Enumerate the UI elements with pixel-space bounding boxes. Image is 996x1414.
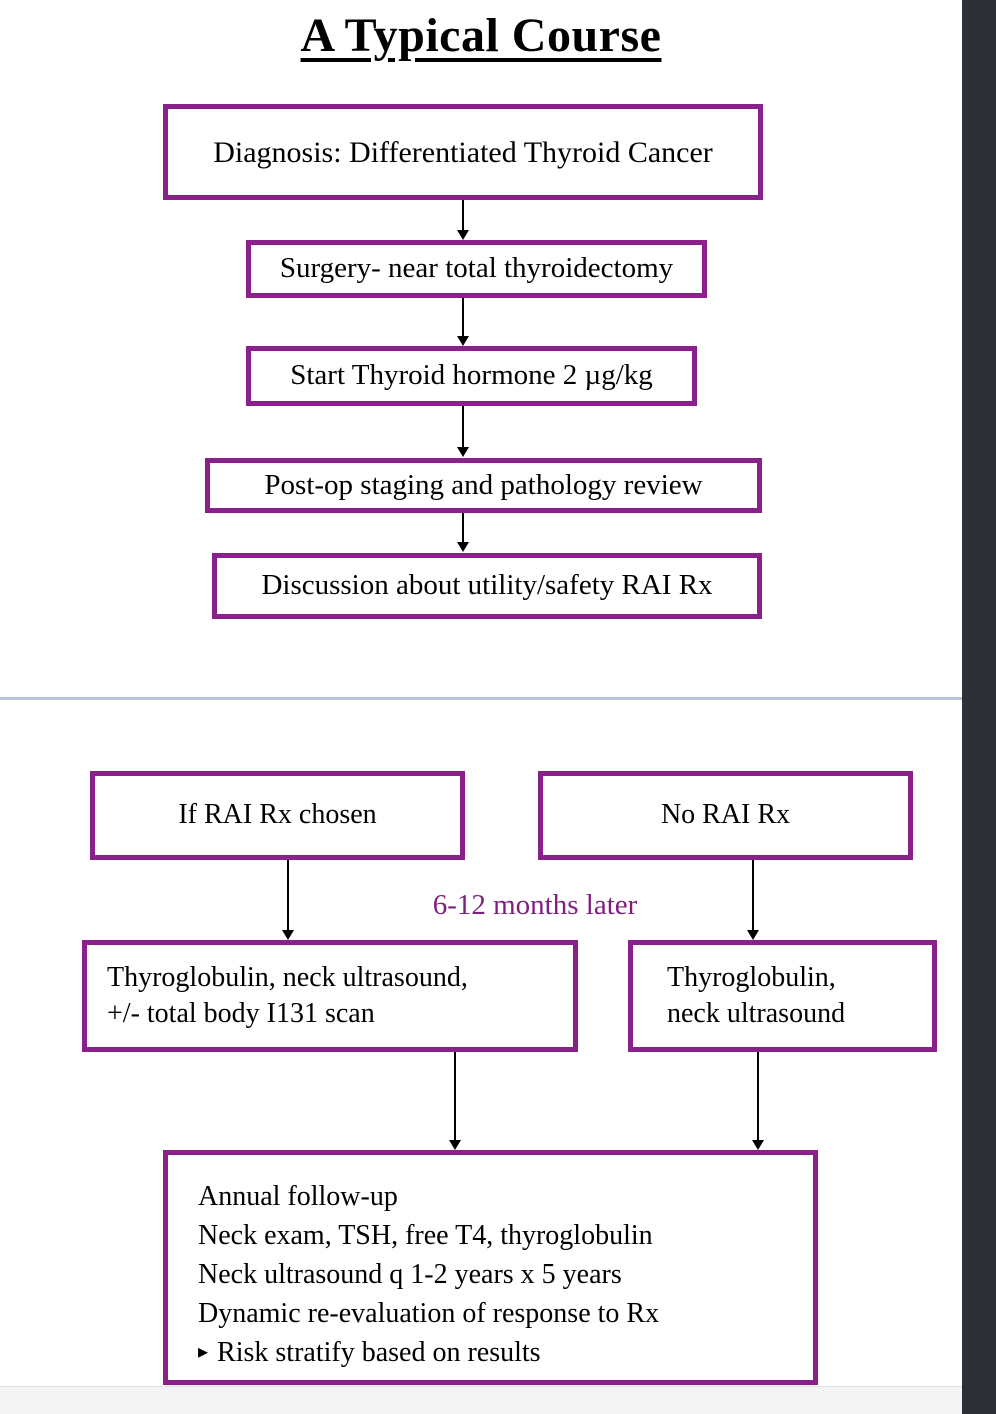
flow-arrow-diagnosis-to-surgery — [457, 200, 469, 240]
slide-title: A Typical Course — [300, 9, 662, 62]
flow-box-label: Start Thyroid hormone 2 µg/kg — [290, 359, 653, 392]
flow-arrow-rai-branch — [282, 860, 294, 940]
followup-line-1: Thyroglobulin, neck ultrasound, — [107, 961, 468, 993]
flow-box-annual-followup: Annual follow-up Neck exam, TSH, free T4… — [163, 1150, 818, 1385]
flow-arrow-staging-to-discussion — [457, 513, 469, 552]
arrow-shaft — [462, 298, 464, 339]
annual-followup-line: Neck exam, TSH, free T4, thyroglobulin — [198, 1220, 653, 1251]
flow-box-label: Surgery- near total thyroidectomy — [279, 252, 674, 285]
annual-followup-bullet-line: ▸ Risk stratify based on results — [198, 1333, 801, 1372]
arrow-head-icon — [282, 930, 294, 940]
arrow-shaft — [757, 1052, 759, 1143]
slide-1: A Typical Course Diagnosis: Differentiat… — [0, 0, 962, 697]
arrow-shaft — [462, 200, 464, 233]
arrow-shaft — [462, 513, 464, 545]
arrow-head-icon — [457, 230, 469, 240]
flow-box-label: Post-op staging and pathology review — [264, 468, 703, 501]
page-gap — [0, 1386, 962, 1414]
arrow-shaft — [752, 860, 754, 933]
arrow-shaft — [462, 406, 464, 450]
flow-box-thyroid-hormone: Start Thyroid hormone 2 µg/kg — [246, 346, 697, 406]
flow-box-surgery: Surgery- near total thyroidectomy — [246, 240, 707, 298]
followup-line-2: neck ultrasound — [667, 998, 846, 1029]
flow-box-label: If RAI Rx chosen — [178, 799, 377, 831]
annual-followup-line: Neck ultrasound q 1-2 years x 5 years — [198, 1259, 622, 1290]
annual-followup-line: Risk stratify based on results — [217, 1337, 541, 1368]
followup-line-1: Thyroglobulin, — [667, 961, 836, 993]
flow-arrow-surgery-to-hormone — [457, 298, 469, 346]
flow-arrow-left-to-annual — [449, 1052, 461, 1150]
flow-arrow-no-rai-branch — [747, 860, 759, 940]
arrow-head-icon — [457, 447, 469, 457]
flow-arrow-right-to-annual — [752, 1052, 764, 1150]
arrow-shaft — [287, 860, 289, 933]
annual-followup-line: Dynamic re-evaluation of response to Rx — [198, 1298, 660, 1329]
flow-box-label: Thyroglobulin, neck ultrasound, +/- tota… — [107, 960, 468, 1033]
arrow-head-icon — [457, 542, 469, 552]
flow-box-diagnosis: Diagnosis: Differentiated Thyroid Cancer — [163, 104, 763, 200]
flow-arrow-hormone-to-staging — [457, 406, 469, 457]
followup-line-2: +/- total body I131 scan — [107, 998, 375, 1029]
flow-box-label: Diagnosis: Differentiated Thyroid Cancer — [213, 135, 713, 169]
arrow-head-icon — [457, 336, 469, 346]
triangle-bullet-icon: ▸ — [198, 1341, 209, 1363]
arrow-head-icon — [752, 1140, 764, 1150]
flow-box-label: No RAI Rx — [660, 799, 791, 831]
flow-box-rai-discussion: Discussion about utility/safety RAI Rx — [212, 553, 762, 619]
arrow-head-icon — [747, 930, 759, 940]
slide-divider — [0, 697, 962, 700]
flow-box-rai-chosen: If RAI Rx chosen — [90, 771, 465, 860]
flow-box-no-rai-followup: Thyroglobulin, neck ultrasound — [628, 940, 937, 1052]
annual-followup-line: Annual follow-up — [198, 1181, 398, 1212]
flow-box-no-rai: No RAI Rx — [538, 771, 913, 860]
flow-box-label: Thyroglobulin, neck ultrasound — [667, 960, 845, 1033]
arrow-shaft — [454, 1052, 456, 1143]
arrow-head-icon — [449, 1140, 461, 1150]
scrollbar-track[interactable] — [962, 0, 996, 1414]
flow-box-rai-followup: Thyroglobulin, neck ultrasound, +/- tota… — [82, 940, 578, 1052]
flow-box-label: Discussion about utility/safety RAI Rx — [261, 569, 713, 602]
timing-label: 6-12 months later — [432, 889, 638, 921]
flow-box-postop-staging: Post-op staging and pathology review — [205, 458, 762, 513]
